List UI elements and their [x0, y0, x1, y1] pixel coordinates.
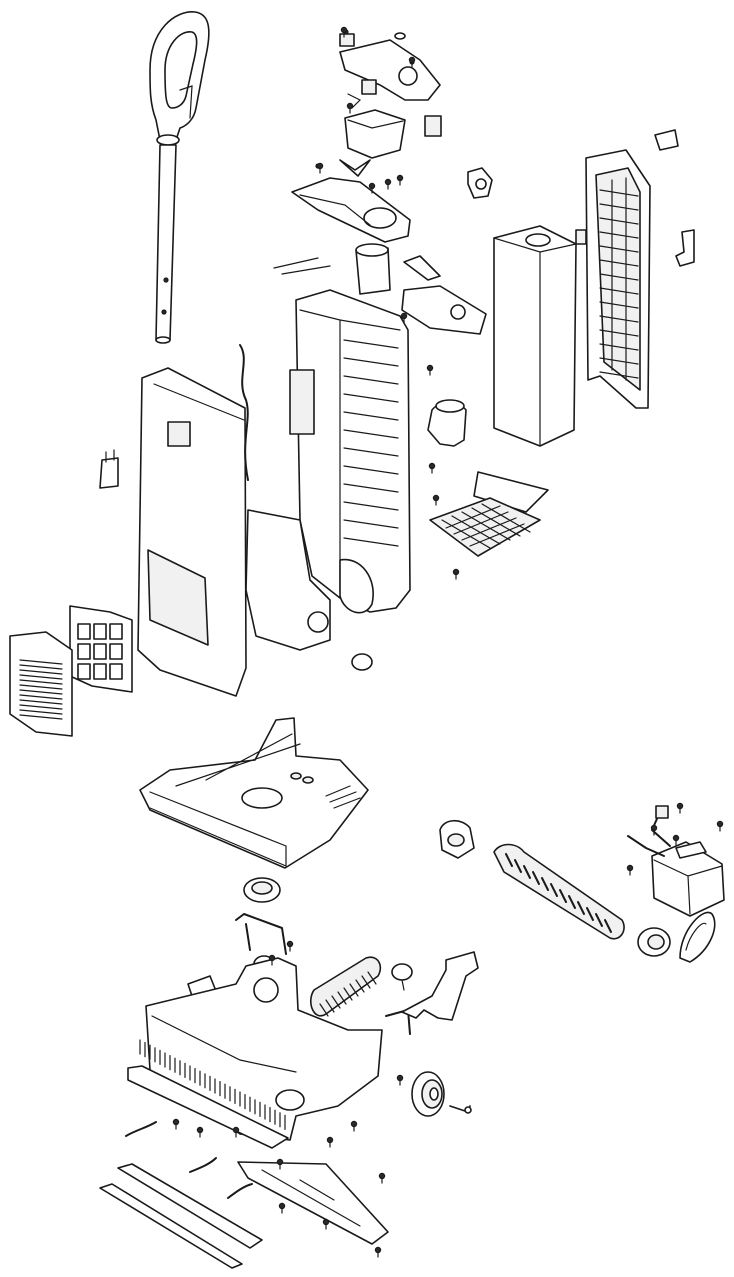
screw: [368, 182, 376, 194]
bumper-strip: [127, 1065, 289, 1149]
screw: [672, 834, 680, 846]
filter-pad: [473, 471, 549, 513]
screw: [326, 1136, 334, 1148]
screw: [346, 102, 354, 114]
bottom-plate: [237, 1161, 389, 1245]
filter-grid: [429, 497, 541, 557]
exhaust-grille: [9, 631, 73, 737]
screw: [384, 178, 392, 190]
pedal-lever: [401, 951, 479, 1021]
wheel: [411, 1071, 445, 1117]
screw: [676, 802, 684, 814]
screw: [378, 1172, 386, 1184]
handle-tube: [155, 144, 177, 344]
nozzle-hood: [139, 717, 369, 869]
dust-bag-cartridge: [493, 225, 577, 447]
screw: [374, 1246, 382, 1258]
ring-clamp: [391, 963, 413, 991]
screw: [428, 462, 436, 474]
hose-tube: [310, 956, 382, 1017]
screw: [650, 824, 658, 836]
screw: [232, 1126, 240, 1138]
exhaust-filter: [69, 605, 133, 693]
hose-connector: [427, 399, 467, 447]
drive-belt: [679, 911, 716, 963]
hose-inlet-cover: [291, 159, 411, 243]
screw: [172, 1118, 180, 1130]
axle-pin: [449, 1105, 472, 1114]
screw: [340, 26, 348, 38]
rear-filter-door: [575, 149, 651, 409]
screw: [626, 864, 634, 876]
screw: [286, 940, 294, 952]
screw: [196, 1126, 204, 1138]
main-body-housing: [273, 243, 487, 613]
handle: [149, 11, 210, 146]
screw: [350, 1120, 358, 1132]
base-frame: [139, 957, 383, 1141]
screw: [322, 1218, 330, 1230]
screw: [716, 820, 724, 832]
screw: [426, 364, 434, 376]
screw: [400, 312, 408, 324]
brushroll-motor: [627, 805, 725, 957]
screw: [276, 1158, 284, 1170]
screw: [268, 954, 276, 966]
cord-hook: [467, 129, 695, 267]
rear-cover-panel: [137, 344, 249, 697]
hose-connector-clip: [99, 449, 119, 489]
top-cover-bracket: [339, 29, 441, 109]
screw: [432, 494, 440, 506]
screw: [278, 1202, 286, 1214]
screw: [316, 162, 324, 174]
dirt-cup-housing: [344, 109, 442, 159]
screw: [408, 56, 416, 68]
screws: [172, 26, 724, 1258]
brush-roll: [493, 843, 625, 940]
screw: [396, 1074, 404, 1086]
screw: [452, 568, 460, 580]
motor-housing: [245, 509, 374, 671]
baseplate-rail: [99, 1163, 263, 1269]
spring-wires: [125, 1121, 253, 1199]
screw: [396, 174, 404, 186]
brush-end-cap: [439, 819, 475, 859]
